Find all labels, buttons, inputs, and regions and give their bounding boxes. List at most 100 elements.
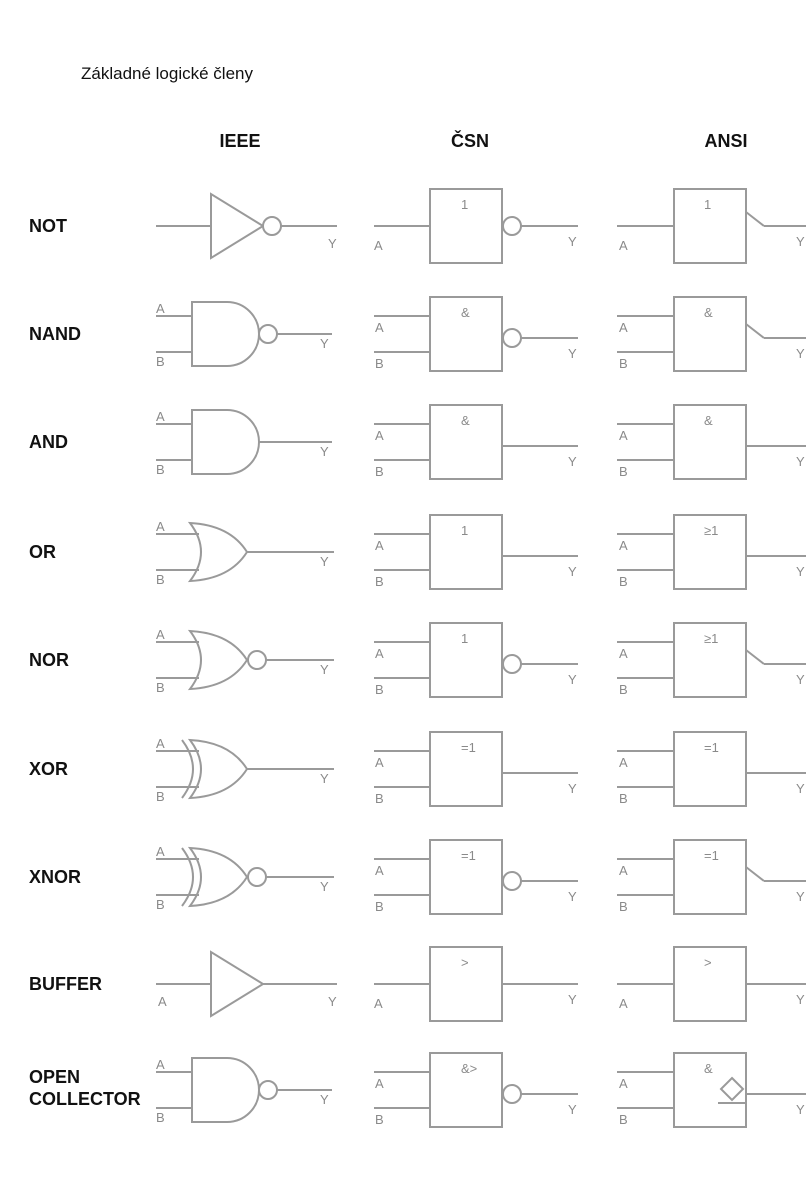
ieee-pin-a-label: A (156, 301, 165, 316)
column-header-ansi: ANSI (704, 131, 748, 151)
row-label: BUFFER (29, 974, 102, 994)
csn-pin-b-label: B (375, 574, 384, 589)
ieee-pin-y-label: Y (320, 771, 329, 786)
csn-pin-b-label: B (375, 791, 384, 806)
ieee-pin-y-label: Y (320, 336, 329, 351)
csn-function-symbol: =1 (461, 740, 476, 755)
ansi-gate-box (673, 731, 747, 807)
ansi-gate-box (673, 622, 747, 698)
csn-gate-box (429, 622, 503, 698)
csn-pin-a-label: A (374, 238, 383, 253)
csn-function-symbol: & (461, 413, 470, 428)
ansi-pin-y-label: Y (796, 672, 805, 687)
row-label: OPEN COLLECTOR (29, 1067, 141, 1109)
gate-row: ABY&ABY&ABY (156, 296, 806, 372)
row-label: AND (29, 432, 68, 452)
csn-pin-a-label: A (374, 996, 383, 1011)
ansi-pin-b-label: B (619, 1112, 628, 1127)
row-label: OR (29, 542, 56, 562)
csn-function-symbol: =1 (461, 848, 476, 863)
ieee-pin-a-label: A (156, 844, 165, 859)
ansi-gate-box (673, 514, 747, 590)
ieee-triangle (210, 192, 265, 260)
ansi-function-symbol: > (704, 955, 712, 970)
csn-pin-b-label: B (375, 1112, 384, 1127)
ieee-and-body (191, 301, 260, 367)
csn-inversion-bubble (502, 1084, 522, 1104)
ansi-negation-slant (745, 323, 765, 339)
csn-function-symbol: > (461, 955, 469, 970)
csn-pin-b-label: B (375, 682, 384, 697)
ansi-pin-b-label: B (619, 574, 628, 589)
ansi-gate-box (673, 296, 747, 372)
ansi-pin-a-label: A (619, 1076, 628, 1091)
ansi-open-collector-diamond (719, 1076, 745, 1102)
ieee-or-body (187, 738, 249, 800)
ansi-pin-y-label: Y (796, 346, 805, 361)
ansi-pin-y-label: Y (796, 889, 805, 904)
csn-pin-a-label: A (375, 428, 384, 443)
ieee-xor-extra-arc (181, 739, 194, 799)
csn-function-symbol: 1 (461, 197, 468, 212)
ansi-pin-a-label: A (619, 320, 628, 335)
row-label: NOT (29, 216, 67, 236)
ieee-pin-b-label: B (156, 1110, 165, 1125)
ansi-pin-a-label: A (619, 238, 628, 253)
ansi-pin-y-label: Y (796, 564, 805, 579)
ansi-function-symbol: ≥1 (704, 523, 718, 538)
csn-pin-a-label: A (375, 755, 384, 770)
ansi-pin-a-label: A (619, 863, 628, 878)
row-label: NAND (29, 324, 81, 344)
row-label: NOR (29, 650, 69, 670)
ieee-inversion-bubble (258, 324, 278, 344)
ieee-or-body (187, 629, 249, 691)
ansi-pin-b-label: B (619, 464, 628, 479)
ieee-inversion-bubble (247, 650, 267, 670)
ansi-function-symbol: & (704, 1061, 713, 1076)
ieee-pin-a-label: A (156, 736, 165, 751)
csn-gate-box (429, 731, 503, 807)
ansi-function-symbol: & (704, 305, 713, 320)
ieee-or-body (187, 521, 249, 583)
ieee-inversion-bubble (247, 867, 267, 887)
ansi-pin-a-label: A (619, 996, 628, 1011)
ansi-pin-b-label: B (619, 682, 628, 697)
gate-row: ABY&>ABY&ABY (156, 1052, 806, 1128)
csn-pin-a-label: A (375, 538, 384, 553)
csn-pin-a-label: A (375, 863, 384, 878)
column-header-csn: ČSN (450, 131, 490, 151)
ieee-pin-b-label: B (156, 789, 165, 804)
row-label: XOR (29, 759, 69, 779)
ansi-pin-a-label: A (619, 428, 628, 443)
ansi-pin-a-label: A (619, 646, 628, 661)
ieee-triangle (210, 950, 265, 1018)
ieee-pin-b-label: B (156, 897, 165, 912)
csn-gate-box (429, 839, 503, 915)
csn-gate-box (429, 404, 503, 480)
csn-gate-box (429, 514, 503, 590)
csn-pin-a-label: A (375, 646, 384, 661)
ieee-inversion-bubble (262, 216, 282, 236)
ansi-gate-box (673, 404, 747, 480)
ieee-xor-extra-arc (181, 847, 194, 907)
ansi-pin-y-label: Y (796, 234, 805, 249)
ansi-pin-y-label: Y (796, 992, 805, 1007)
ieee-pin-y-label: Y (328, 994, 337, 1009)
ieee-pin-y-label: Y (320, 444, 329, 459)
csn-pin-y-label: Y (568, 346, 577, 361)
gate-row: ABY&ABY&ABY (156, 404, 806, 480)
ieee-pin-a-label: A (156, 627, 165, 642)
csn-pin-y-label: Y (568, 564, 577, 579)
ansi-pin-a-label: A (619, 755, 628, 770)
csn-gate-box (429, 1052, 503, 1128)
ansi-negation-slant (745, 649, 765, 665)
ieee-and-body (191, 409, 260, 475)
page-title: Základné logické členy (81, 64, 253, 83)
ieee-pin-a-label: A (156, 519, 165, 534)
ieee-pin-y-label: Y (328, 236, 337, 251)
ansi-pin-y-label: Y (796, 1102, 805, 1117)
csn-function-symbol: & (461, 305, 470, 320)
